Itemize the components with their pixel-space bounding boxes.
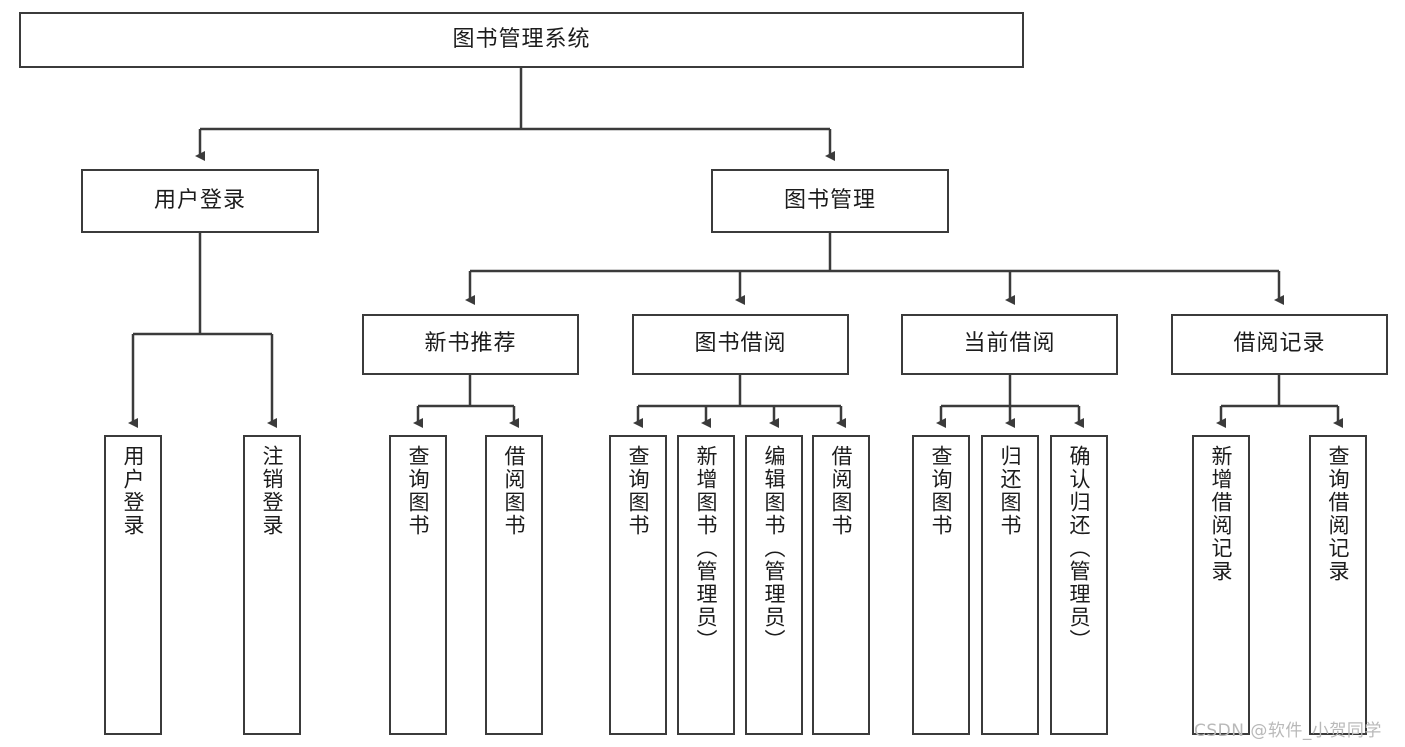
leaf-current-confirm-return[interactable]: 确认归还（管理员）: [1050, 435, 1108, 735]
node-user-login[interactable]: 用户登录: [81, 169, 319, 233]
node-label: 编辑图书（管理员）: [762, 445, 787, 652]
node-borrow-record[interactable]: 借阅记录: [1171, 314, 1388, 375]
leaf-record-add-record[interactable]: 新增借阅记录: [1192, 435, 1250, 735]
leaf-borrow-borrow-book[interactable]: 借阅图书: [812, 435, 870, 735]
node-label: 当前借阅: [963, 331, 1056, 357]
node-label: 借阅图书: [502, 445, 527, 537]
node-label: 新书推荐: [424, 331, 517, 357]
node-label: 用户登录: [121, 445, 146, 537]
node-label: 图书管理: [783, 187, 876, 213]
node-label: 借阅图书: [829, 445, 854, 537]
node-label: 查询图书: [929, 445, 954, 537]
leaf-borrow-edit-book[interactable]: 编辑图书（管理员）: [745, 435, 803, 735]
node-root-book-management-system[interactable]: 图书管理系统: [19, 12, 1024, 68]
leaf-user-login-login[interactable]: 用户登录: [104, 435, 162, 735]
leaf-current-return-book[interactable]: 归还图书: [981, 435, 1039, 735]
node-label: 借阅记录: [1233, 331, 1326, 357]
node-label: 归还图书: [998, 445, 1023, 537]
node-label: 新增图书（管理员）: [694, 445, 719, 652]
watermark: CSDN @软件_小贺同学: [1194, 721, 1382, 741]
node-label: 确认归还（管理员）: [1067, 445, 1092, 652]
leaf-borrow-add-book[interactable]: 新增图书（管理员）: [677, 435, 735, 735]
node-label: 新增借阅记录: [1209, 445, 1234, 583]
node-current-borrow[interactable]: 当前借阅: [901, 314, 1118, 375]
leaf-borrow-query-book[interactable]: 查询图书: [609, 435, 667, 735]
leaf-current-query-book[interactable]: 查询图书: [912, 435, 970, 735]
leaf-record-query-record[interactable]: 查询借阅记录: [1309, 435, 1367, 735]
node-label: 查询图书: [626, 445, 651, 537]
leaf-new-book-borrow[interactable]: 借阅图书: [485, 435, 543, 735]
node-label: 注销登录: [260, 445, 285, 537]
leaf-new-book-query[interactable]: 查询图书: [389, 435, 447, 735]
node-label: 图书借阅: [694, 331, 787, 357]
node-label: 查询图书: [406, 445, 431, 537]
node-new-book-recommend[interactable]: 新书推荐: [362, 314, 579, 375]
leaf-user-login-logout[interactable]: 注销登录: [243, 435, 301, 735]
node-label: 用户登录: [153, 187, 246, 213]
node-label: 查询借阅记录: [1326, 445, 1351, 583]
node-book-management[interactable]: 图书管理: [711, 169, 949, 233]
node-label: 图书管理系统: [452, 26, 591, 52]
node-book-borrow[interactable]: 图书借阅: [632, 314, 849, 375]
